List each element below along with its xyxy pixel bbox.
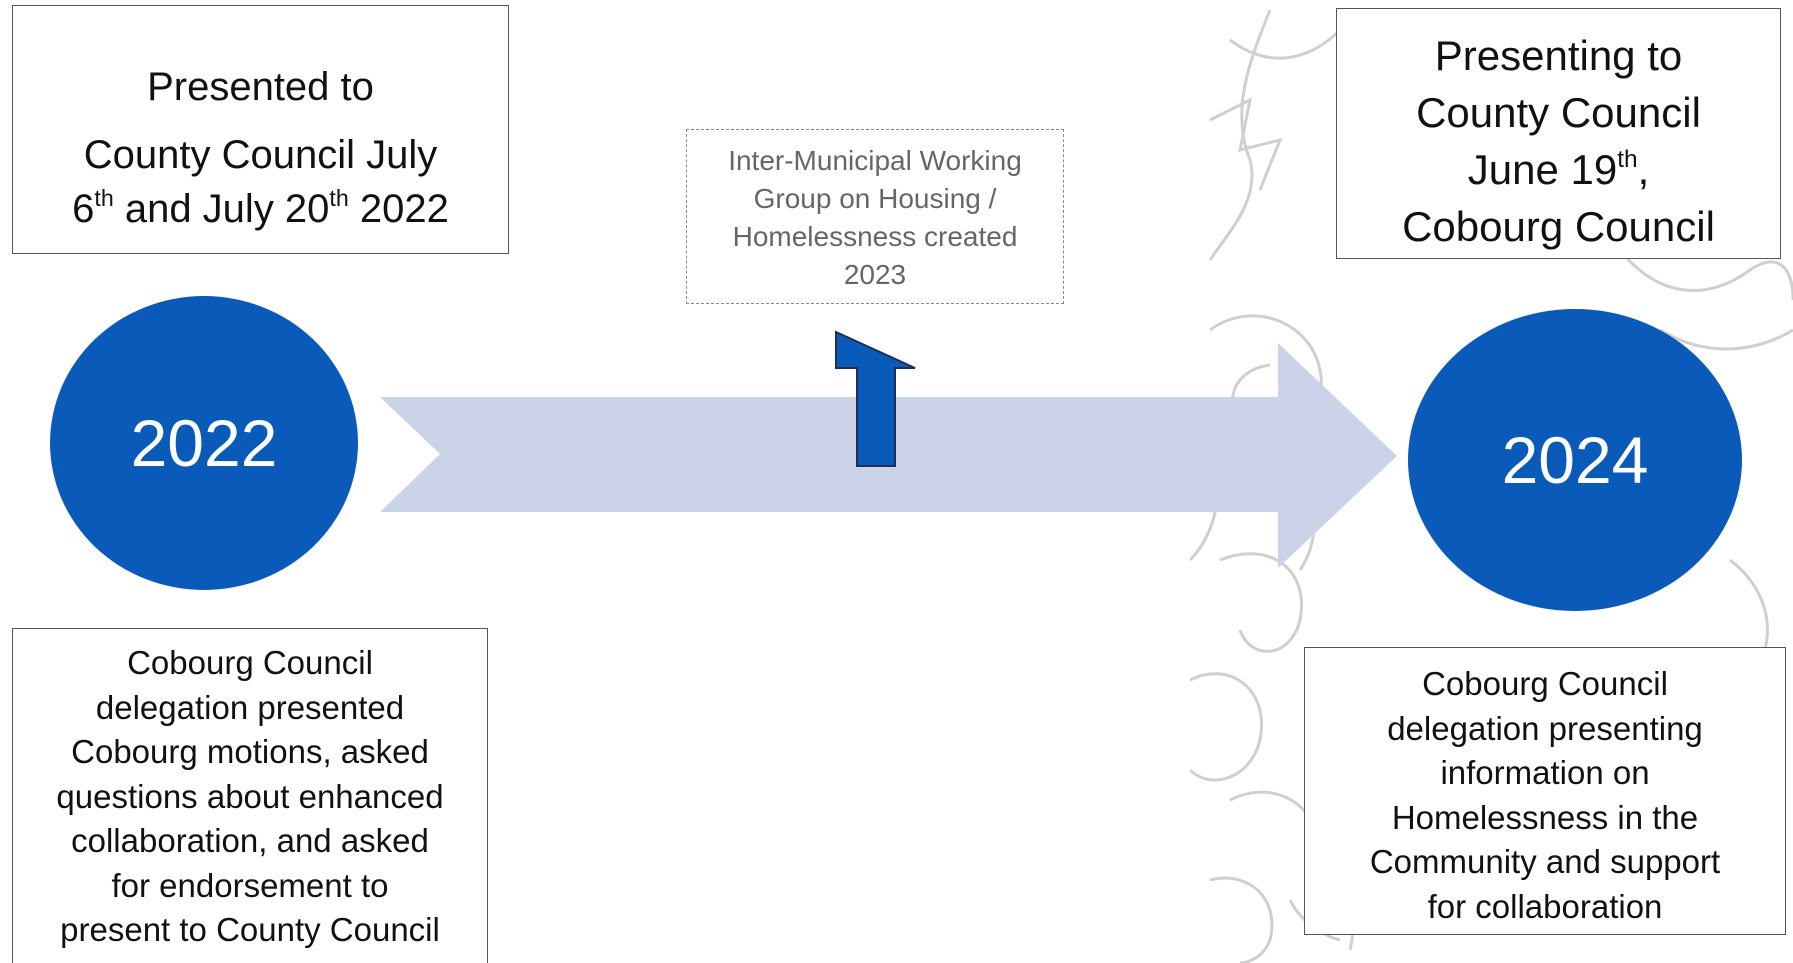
bottom-right-line: Homelessness in the	[1391, 798, 1699, 836]
up-arrow	[835, 330, 916, 467]
year-2022-label: 2022	[130, 406, 278, 480]
milestone-line-4: 2023	[843, 259, 907, 290]
bottom-right-line: for collaboration	[1427, 887, 1663, 925]
top-left-line-1: Presented to	[147, 65, 374, 109]
top-right-line-1: Presenting to	[1434, 32, 1683, 79]
top-left-line-2: County Council July	[83, 133, 438, 177]
top-right-line-2: County Council	[1416, 89, 1701, 136]
bottom-left-line: questions about enhanced	[56, 777, 444, 815]
year-2024-label: 2024	[1501, 423, 1649, 497]
bottom-left-line: Cobourg motions, asked	[71, 733, 429, 770]
milestone-line-2: Group on Housing /	[753, 183, 997, 214]
top-left-line-3: 6th and July 20th 2022	[72, 184, 449, 231]
top-right-line-3: June 19th,	[1467, 145, 1650, 193]
milestone-line-3: Homelessness created	[732, 221, 1018, 252]
top-right-note: Presenting to County Council June 19th, …	[1336, 8, 1781, 259]
bottom-right-line: information on	[1440, 754, 1650, 791]
bottom-left-line: Cobourg Council	[127, 644, 373, 681]
bottom-right-line: Community and support	[1369, 843, 1721, 880]
bottom-left-line: collaboration, and asked	[71, 822, 429, 859]
bottom-left-note: Cobourg Council delegation presented Cob…	[12, 628, 488, 963]
bottom-right-line: delegation presenting	[1387, 709, 1703, 747]
top-left-note: Presented to County Council July 6th and…	[12, 5, 509, 254]
top-right-line-4: Cobourg Council	[1402, 203, 1715, 250]
year-2024-circle: 2024	[1408, 309, 1742, 611]
bottom-right-note: Cobourg Council delegation presenting in…	[1304, 647, 1786, 935]
milestone-2023-note: Inter-Municipal Working Group on Housing…	[686, 129, 1064, 304]
bottom-left-line: for endorsement to	[111, 866, 389, 904]
year-2022-circle: 2022	[50, 296, 358, 590]
milestone-line-1: Inter-Municipal Working	[728, 145, 1022, 176]
bottom-left-line: present to County Council	[60, 911, 440, 948]
bottom-left-line: delegation presented	[95, 688, 405, 726]
bottom-right-line: Cobourg Council	[1422, 665, 1668, 702]
